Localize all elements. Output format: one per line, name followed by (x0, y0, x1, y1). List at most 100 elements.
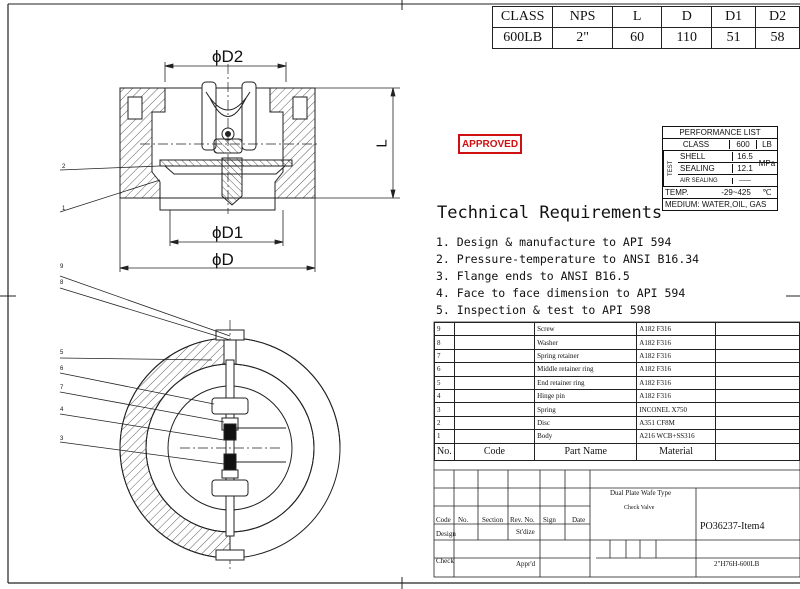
approved-stamp: APPROVED (458, 134, 522, 154)
perf-sealing-label: SEALING (680, 164, 715, 173)
perf-test-block: TEST SHELL 16.5 SEALING 12.1 MPa AIR SEA… (663, 150, 777, 186)
bom-part: Disc (534, 415, 638, 431)
bom-blank (714, 335, 800, 350)
perf-test-label: TEST (663, 151, 678, 186)
perf-sealing-value: 12.1 (732, 164, 757, 173)
callout-2: 2 (62, 164, 66, 170)
tech-req-item-3: 3. Flange ends to ANSI B16.5 (436, 269, 630, 283)
callout-5: 5 (60, 350, 64, 356)
bom-material: A182 F316 (636, 348, 716, 364)
perf-air-row: AIR SEALING —— (678, 174, 777, 186)
perf-title: PERFORMANCE LIST (679, 128, 761, 137)
bom-code (453, 402, 536, 417)
dim-value-d2: 58 (755, 27, 800, 49)
dim-value-nps: 2" (552, 27, 613, 49)
tb-drawing-no: PO36237-Item4 (700, 521, 765, 532)
tb-product-sub: Check Valve (624, 505, 655, 511)
bom-code (453, 375, 536, 390)
perf-shell-row: SHELL 16.5 (678, 151, 777, 162)
bom-code (453, 388, 536, 404)
perf-temp-value: -29~425 (721, 188, 751, 197)
bom-no: 9 (434, 321, 455, 337)
perf-shell-label: SHELL (680, 152, 706, 161)
bom-material: A182 F316 (636, 362, 716, 377)
perf-pressure-unit: MPa (758, 158, 776, 168)
tb-stdize: St'dize (516, 528, 535, 536)
section-dimensions (59, 62, 400, 272)
bom-part: Body (534, 429, 638, 444)
dim-value-d: 110 (661, 27, 713, 49)
label-d1: ϕD1 (212, 223, 244, 242)
tech-req-item-1: 1. Design & manufacture to API 594 (436, 235, 672, 249)
tech-req-item-2: 2. Pressure-temperature to ANSI B16.34 (436, 252, 700, 266)
dimension-value-row: 600LB 2" 60 110 51 58 (491, 27, 800, 49)
bom-material: A216 WCB+SS316 (636, 429, 716, 444)
section-view (119, 64, 320, 214)
bom-blank (714, 402, 800, 417)
bom-no: 3 (434, 402, 455, 417)
bom-code (453, 429, 536, 444)
bom-header-part: Part Name (534, 442, 638, 461)
tb-spec: 2"H76H-600LB (714, 560, 760, 568)
tb-col-code: Code (436, 516, 451, 524)
tb-col-rev: Rev. No. (510, 516, 535, 524)
bom-part: End retainer ring (534, 375, 638, 390)
callout-4: 4 (60, 407, 64, 413)
tb-col-date: Date (572, 516, 586, 524)
performance-list: PERFORMANCE LIST CLASS 600 LB TEST SHELL… (662, 126, 778, 211)
bom-header-blank (714, 442, 800, 461)
front-view (119, 320, 341, 570)
bom-part: Spring retainer (534, 348, 638, 364)
bom-blank (714, 429, 800, 444)
front-view-leaders (59, 275, 231, 465)
dim-header-d1: D1 (711, 6, 757, 28)
bom-part: Middle retainer ring (534, 362, 638, 377)
perf-temp-row: TEMP. -29~425 ℃ (663, 186, 777, 198)
dim-header-nps: NPS (552, 6, 613, 28)
tech-req-item-4: 4. Face to face dimension to API 594 (436, 286, 686, 300)
dim-header-d: D (661, 6, 713, 28)
bom-code (453, 335, 536, 350)
perf-medium: MEDIUM: WATER,OIL, GAS (663, 198, 777, 210)
bom-blank (714, 415, 800, 431)
bom-material: A182 F316 (636, 321, 716, 337)
label-d2: ϕD2 (212, 47, 244, 66)
perf-class-label: CLASS (682, 140, 710, 149)
bom-material: A182 F316 (636, 335, 716, 350)
callout-8: 8 (60, 280, 64, 286)
bom-no: 4 (434, 388, 455, 404)
dim-header-l: L (611, 6, 663, 28)
dim-value-class: 600LB (491, 27, 554, 49)
tb-product: Dual Plate Wafe Type (610, 489, 672, 497)
bom-header-no: No. (434, 442, 455, 461)
tech-req-title: Technical Requirements (437, 203, 663, 223)
bom-blank (714, 362, 800, 377)
bom-no: 7 (434, 348, 455, 364)
bom-part: Hinge pin (534, 388, 638, 404)
bom-blank (714, 348, 800, 364)
tb-design: Design (436, 530, 456, 538)
perf-temp-label: TEMP. (665, 188, 689, 197)
dim-value-l: 60 (611, 27, 663, 49)
bom-material: A351 CF8M (636, 415, 716, 431)
tech-req-item-5: 5. Inspection & test to API 598 (436, 303, 651, 317)
bom-blank (714, 321, 800, 337)
perf-sealing-row: SEALING 12.1 MPa (678, 158, 777, 174)
perf-shell-value: 16.5 (732, 152, 757, 161)
label-d: ϕD (212, 250, 234, 269)
bom-header-row: No. Code Part Name Material (434, 442, 800, 461)
bom-code (453, 321, 536, 337)
